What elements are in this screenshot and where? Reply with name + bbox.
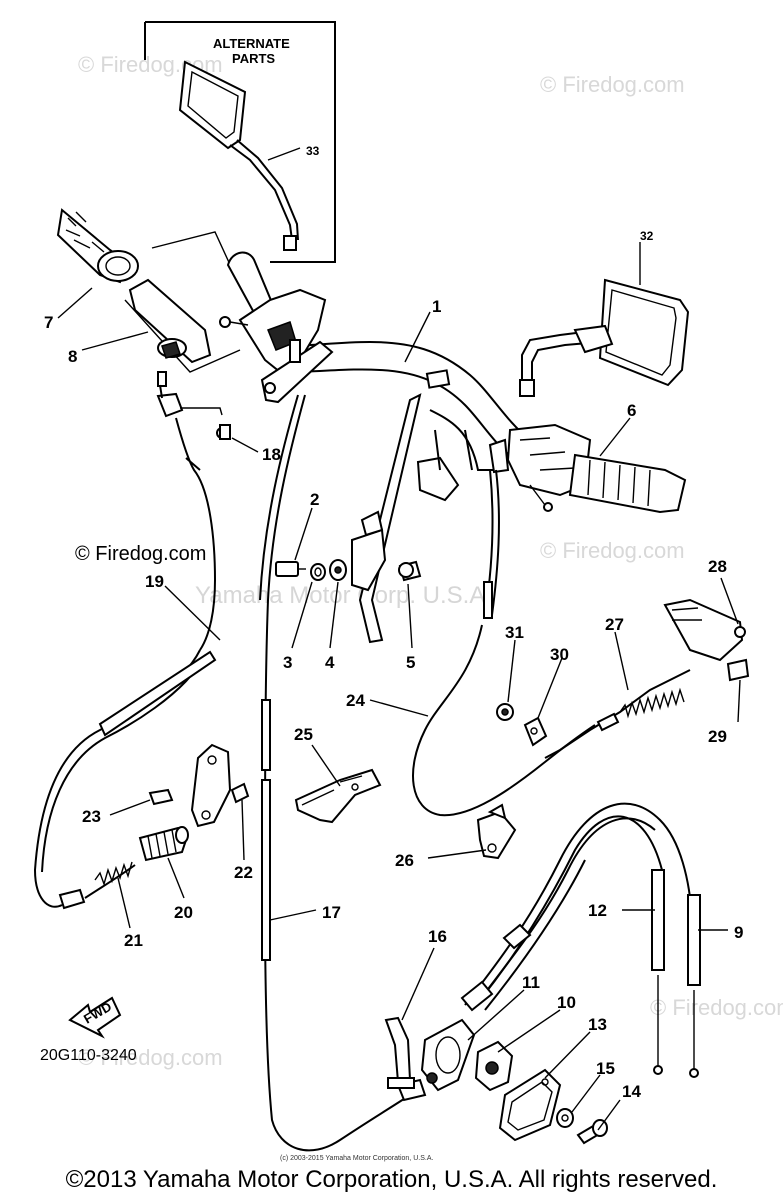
callout-13: 13 <box>588 1015 607 1034</box>
nut-31 <box>496 703 514 721</box>
callout-27: 27 <box>605 615 624 634</box>
spring-20 <box>138 826 189 862</box>
washer-15 <box>556 1108 574 1128</box>
watermark-firedog-bottom-right: © Firedog.com <box>650 995 783 1020</box>
callout-28: 28 <box>708 557 727 576</box>
callout-2: 2 <box>310 490 319 509</box>
washer-3 <box>310 563 326 581</box>
callout-11: 11 <box>522 973 540 992</box>
callout-33: 33 <box>306 144 320 158</box>
left-grip-7 <box>56 208 139 284</box>
cable-24 <box>412 469 596 817</box>
callout-26: 26 <box>395 851 414 870</box>
callout-30: 30 <box>550 645 569 664</box>
callout-3: 3 <box>283 653 292 672</box>
spring-cable-27 <box>544 669 691 759</box>
callout-19: 19 <box>145 572 164 591</box>
callout-16: 16 <box>428 927 447 946</box>
callout-12: 12 <box>588 901 607 920</box>
pulley-11 <box>420 1018 476 1092</box>
washer-4 <box>329 559 347 581</box>
bolt-2 <box>275 561 306 577</box>
spring-21 <box>94 861 133 887</box>
callout-9: 9 <box>734 923 743 942</box>
callout-18: 18 <box>262 445 281 464</box>
alternate-parts-inset: ALTERNATE PARTS <box>144 21 336 263</box>
grip-8 <box>128 251 277 364</box>
housing-10 <box>474 1040 514 1092</box>
bolt-18 <box>216 424 231 440</box>
callout-25: 25 <box>294 725 313 744</box>
cable-17 <box>259 394 427 1152</box>
callout-14: 14 <box>622 1082 641 1101</box>
callout-17: 17 <box>322 903 341 922</box>
handlebar-1 <box>219 288 601 493</box>
leader-lines <box>57 147 741 1131</box>
callout-15: 15 <box>596 1059 615 1078</box>
mirror-32 <box>519 278 690 397</box>
copyright-footer: ©2013 Yamaha Motor Corporation, U.S.A. A… <box>65 1166 718 1193</box>
callout-6: 6 <box>627 401 636 420</box>
bracket-clamp <box>351 510 387 592</box>
screw-14 <box>576 1119 608 1145</box>
fwd-arrow-icon: FWD <box>68 996 122 1039</box>
cable-bundle <box>460 802 701 1078</box>
small-credit: (c) 2003-2015 Yamaha Motor Corporation, … <box>280 1155 433 1162</box>
callout-32: 32 <box>640 229 654 243</box>
watermark-firedog-mid-right: © Firedog.com <box>540 538 685 563</box>
watermark-firedog-top-right: © Firedog.com <box>540 72 685 97</box>
bracket-25 <box>294 768 382 824</box>
callout-23: 23 <box>82 807 101 826</box>
pin-23 <box>148 788 174 806</box>
watermark-yamaha-corp: Yamaha Motor Corp. U.S.A. <box>195 582 492 609</box>
pin-29 <box>726 658 750 682</box>
bracket-26 <box>476 803 517 860</box>
inset-title-line2: PARTS <box>232 51 275 66</box>
callout-10: 10 <box>557 993 576 1012</box>
callout-1: 1 <box>432 297 441 316</box>
right-grip-6 <box>506 423 687 514</box>
callout-8: 8 <box>68 347 77 366</box>
watermark-firedog-bottom-left: © Firedog.com <box>78 1045 223 1070</box>
callout-31: 31 <box>505 623 524 642</box>
bracket-30 <box>523 716 548 747</box>
lever-bracket-22 <box>190 743 250 828</box>
lever-28 <box>663 598 746 662</box>
mirror-alternate-part-33 <box>178 60 299 251</box>
watermark-firedog-dark: © Firedog.com <box>75 543 206 565</box>
collar-5 <box>398 560 422 582</box>
callout-24: 24 <box>346 691 365 710</box>
cover-13 <box>498 1068 562 1142</box>
callout-5: 5 <box>406 653 415 672</box>
steering-bracket <box>358 393 510 644</box>
inset-title-line1: ALTERNATE <box>213 36 290 51</box>
cable-19 <box>33 371 223 910</box>
callout-4: 4 <box>325 653 335 672</box>
bracket-16 <box>384 1016 415 1089</box>
callout-21: 21 <box>124 931 143 950</box>
diagram-code: 20G110-3240 <box>40 1047 137 1064</box>
callout-20: 20 <box>174 903 193 922</box>
callout-22: 22 <box>234 863 253 882</box>
callout-29: 29 <box>708 727 727 746</box>
callout-7: 7 <box>44 313 53 332</box>
